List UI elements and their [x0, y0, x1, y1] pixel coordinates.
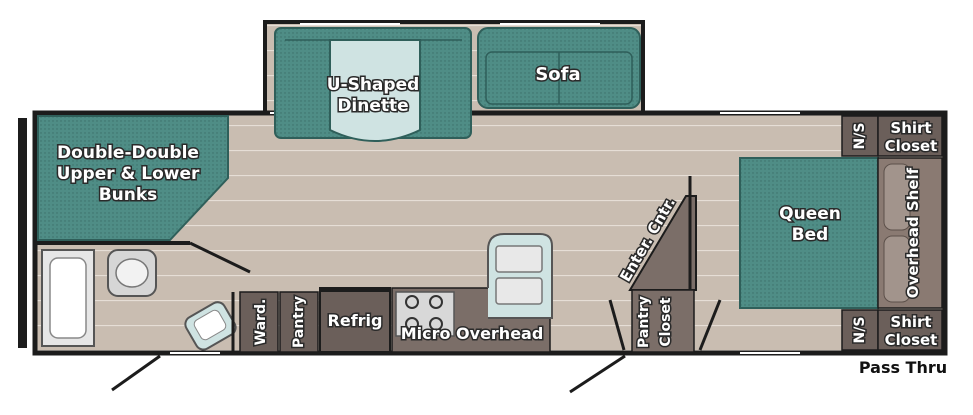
- shirt-closet-bottom-label-line1: Shirt: [890, 313, 931, 331]
- sink-basin-1: [495, 245, 543, 273]
- queen-bed: Queen Bed: [739, 157, 879, 309]
- dinette-label-line1: U-Shaped: [327, 75, 420, 95]
- sink-basin-2: [495, 277, 543, 305]
- queen-bed-label-line2: Bed: [792, 225, 829, 245]
- queen-bed-label-line1: Queen: [779, 204, 841, 224]
- entry-door-1: [111, 354, 161, 392]
- pass-thru-label: Pass Thru: [859, 358, 947, 377]
- bunks-label-line1: Double-Double: [57, 143, 199, 163]
- pantry-label: Pantry: [291, 296, 307, 348]
- sofa-label: Sofa: [535, 64, 580, 85]
- ns-top-label: N/S: [852, 123, 868, 150]
- ward-label: Ward.: [253, 299, 269, 346]
- micro-overhead-label: Micro Overhead: [401, 324, 544, 343]
- pantry: Pantry: [279, 291, 319, 353]
- bath-sink: [184, 301, 237, 351]
- wardrobe: Ward.: [231, 291, 279, 353]
- double-double-bunks: Double-Double Upper & Lower Bunks: [37, 115, 229, 241]
- shirt-closet-bottom-label-line2: Closet: [885, 331, 938, 349]
- kitchen-counter: Micro Overhead: [391, 233, 553, 353]
- nightstand-top: N/S: [841, 115, 879, 157]
- bunks-label-line3: Bunks: [99, 185, 158, 205]
- u-shaped-dinette: U-Shaped Dinette: [274, 27, 472, 142]
- refrig-label: Refrig: [328, 311, 383, 330]
- pantry-closet-label-line2: Closet: [658, 297, 674, 347]
- sofa: Sofa: [477, 27, 641, 109]
- ns-bottom-label: N/S: [852, 317, 868, 344]
- bunks-label-line2: Upper & Lower: [57, 164, 200, 184]
- overhead-shelf: Overhead Shelf: [877, 157, 943, 309]
- dinette-label-line2: Dinette: [337, 96, 408, 116]
- pantry-closet-label-line1: Pantry: [636, 296, 652, 348]
- nightstand-bottom: N/S: [841, 309, 879, 351]
- shirt-closet-top-label-line2: Closet: [885, 137, 938, 155]
- overhead-shelf-label: Overhead Shelf: [904, 167, 922, 298]
- shirt-closet-bottom: Shirt Closet: [877, 309, 943, 351]
- entry-door-2: [569, 354, 626, 394]
- bathroom: [35, 241, 251, 351]
- pantry-closet: Pantry Closet: [608, 289, 722, 353]
- shirt-closet-top: Shirt Closet: [877, 115, 943, 157]
- refrigerator: Refrig: [319, 287, 391, 353]
- shirt-closet-top-label-line1: Shirt: [890, 119, 931, 137]
